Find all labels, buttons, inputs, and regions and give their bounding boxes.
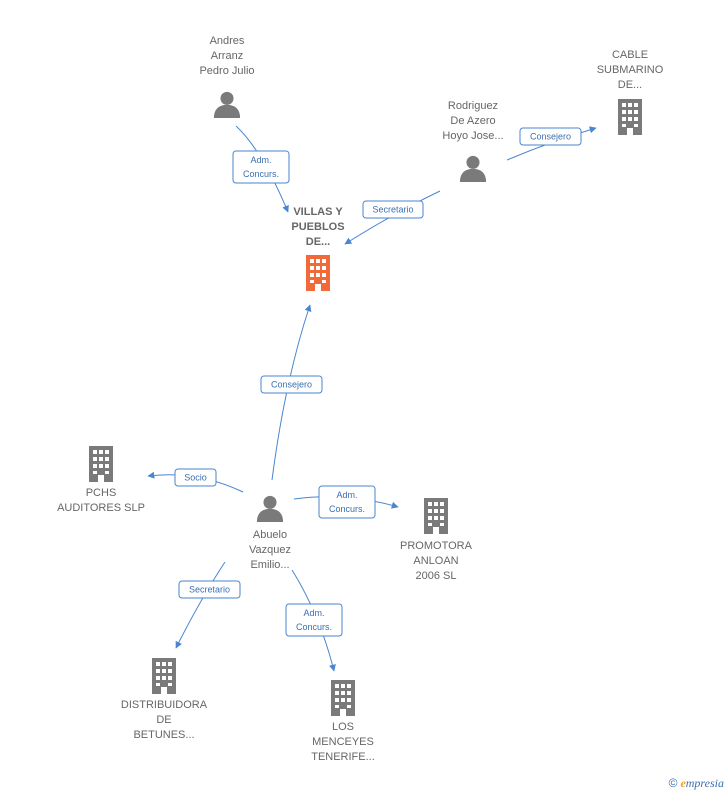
edge-label-box	[232, 150, 290, 184]
edge-label-text: Adm.	[250, 155, 271, 165]
building-icon	[152, 658, 176, 694]
node-promotora[interactable]: PROMOTORA ANLOAN 2006 SL	[400, 498, 473, 582]
edge-label-text: Consejero	[271, 380, 312, 390]
node-label: PCHS	[86, 487, 117, 499]
edge-abuelo-to-menceyes: Adm. Concurs.	[285, 569, 343, 672]
edge-label[interactable]: Socio	[174, 468, 217, 487]
node-label: Abuelo	[253, 529, 287, 541]
edge-label-text: Socio	[184, 473, 207, 483]
node-label: Hoyo Jose...	[442, 130, 503, 142]
edge-label-text: Concurs.	[329, 504, 365, 514]
node-label: DE...	[618, 79, 642, 91]
edge-label-box	[260, 375, 323, 394]
edge-label-box	[285, 603, 343, 637]
edge-abuelo-to-pchs: Socio	[147, 468, 244, 493]
building-icon	[306, 255, 330, 291]
edge-label[interactable]: Adm. Concurs.	[318, 485, 376, 519]
person-icon	[459, 155, 487, 182]
building-icon	[89, 446, 113, 482]
edge-label-box	[519, 127, 582, 146]
building-icon	[424, 498, 448, 534]
edge-label[interactable]: Adm. Concurs.	[285, 603, 343, 637]
edge-label[interactable]: Consejero	[519, 127, 582, 146]
edge-abuelo-to-villas: Consejero	[260, 304, 323, 481]
edge-rodriguez-to-villas: Secretario	[344, 190, 441, 245]
brand-name: mpresia	[685, 776, 724, 790]
brand-initial: e	[680, 776, 686, 790]
edge-label-text: Secretario	[189, 585, 230, 595]
node-label: Vazquez	[249, 544, 291, 556]
node-label: SUBMARINO	[597, 64, 664, 76]
edge-label-box	[362, 200, 424, 219]
edge-line	[175, 561, 226, 649]
edge-label[interactable]: Secretario	[362, 200, 424, 219]
node-label: DE	[156, 714, 171, 726]
building-icon	[331, 680, 355, 716]
empresia-watermark: © empresia	[669, 776, 724, 791]
node-label: PUEBLOS	[291, 221, 344, 233]
node-label: 2006 SL	[416, 570, 457, 582]
edge-abuelo-to-promotora: Adm. Concurs.	[293, 485, 399, 519]
edge-label-box	[178, 580, 241, 599]
node-villas[interactable]: VILLAS Y PUEBLOS DE...	[291, 206, 345, 291]
building-icon	[618, 99, 642, 135]
node-label: VILLAS Y	[293, 206, 343, 218]
node-label: Andres	[210, 35, 245, 47]
edge-label[interactable]: Adm. Concurs.	[232, 150, 290, 184]
edge-label-text: Secretario	[372, 205, 413, 215]
edge-label-text: Concurs.	[243, 169, 279, 179]
node-label: LOS	[332, 721, 354, 733]
node-label: Emilio...	[250, 559, 289, 571]
edge-andres-to-villas: Adm. Concurs.	[232, 125, 290, 213]
node-menceyes[interactable]: LOS MENCEYES TENERIFE...	[311, 680, 375, 763]
edge-label[interactable]: Secretario	[178, 580, 241, 599]
node-label: Arranz	[211, 50, 243, 62]
node-label: Pedro Julio	[199, 65, 254, 77]
edge-label-text: Adm.	[336, 490, 357, 500]
node-label: ANLOAN	[413, 555, 458, 567]
edge-label-text: Adm.	[303, 608, 324, 618]
edge-label-text: Concurs.	[296, 622, 332, 632]
node-cable[interactable]: CABLE SUBMARINO DE...	[597, 49, 664, 135]
edges-layer: Adm.Concurs.SecretarioConsejeroConsejero…	[147, 125, 597, 672]
node-label: PROMOTORA	[400, 540, 473, 552]
node-label: BETUNES...	[133, 729, 194, 741]
node-label: CABLE	[612, 49, 648, 61]
edge-rodriguez-to-cable: Consejero	[506, 126, 597, 161]
edge-label[interactable]: Consejero	[260, 375, 323, 394]
edge-label-text: Consejero	[530, 132, 571, 142]
node-label: MENCEYES	[312, 736, 374, 748]
node-label: AUDITORES SLP	[57, 502, 145, 514]
copyright-symbol: ©	[668, 776, 678, 790]
person-icon	[213, 91, 241, 118]
person-icon	[256, 495, 284, 522]
node-abuelo[interactable]: AbueloVazquezEmilio...	[249, 495, 291, 571]
edge-label-box	[318, 485, 376, 519]
edge-label-box	[174, 468, 217, 487]
node-label: Rodriguez	[448, 100, 498, 112]
node-label: DE...	[306, 236, 330, 248]
node-label: De Azero	[450, 115, 495, 127]
node-label: TENERIFE...	[311, 751, 375, 763]
node-pchs[interactable]: PCHS AUDITORES SLP	[57, 446, 145, 514]
node-label: DISTRIBUIDORA	[121, 699, 208, 711]
edge-abuelo-to-distribuidora: Secretario	[175, 561, 241, 649]
node-distribuidora[interactable]: DISTRIBUIDORA DE BETUNES...	[121, 658, 208, 741]
